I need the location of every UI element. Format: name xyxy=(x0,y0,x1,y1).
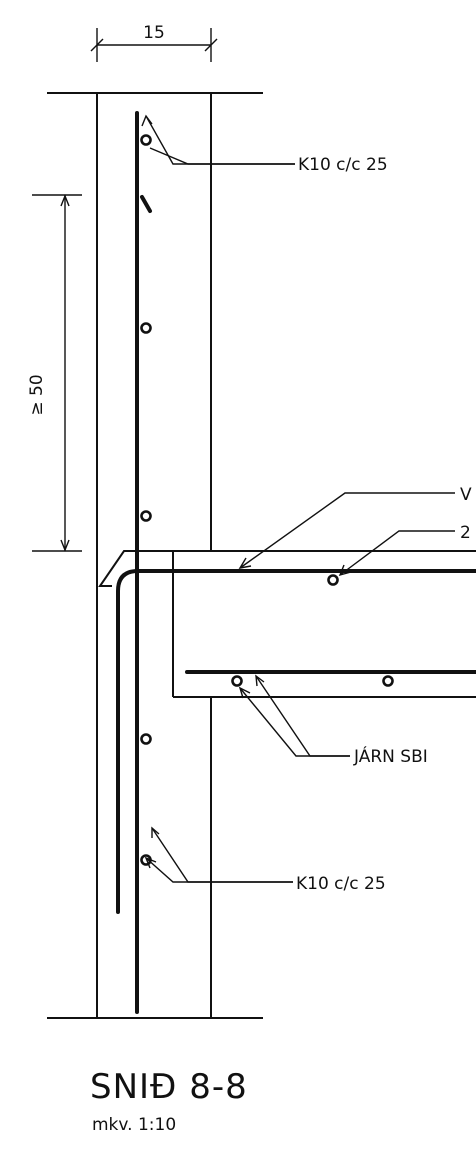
wall-thickness-label: 15 xyxy=(143,23,165,43)
anchorage-length-label: ≥ 50 xyxy=(27,374,47,415)
section-title: SNIÐ 8-8 xyxy=(90,1067,248,1107)
bar-end-hook xyxy=(140,195,152,213)
stirrup-dot xyxy=(140,733,152,745)
stirrup-dot xyxy=(140,322,152,334)
stirrup-bottom-label: K10 c/c 25 xyxy=(296,874,386,894)
anchorage-dimension: ≥ 50 xyxy=(27,194,82,552)
slab-bottom-dot xyxy=(231,675,243,687)
wall-thickness-dimension: 15 xyxy=(90,23,218,62)
slab-second-label: 2 xyxy=(460,523,471,543)
leader-slab-bottom-bars xyxy=(238,674,350,757)
slab-bottom-dot xyxy=(382,675,394,687)
slab-bottom-bars-label: JÁRN SBI xyxy=(353,745,428,767)
stirrup-dot xyxy=(140,134,152,146)
slab-outline xyxy=(98,550,476,698)
wall-outline xyxy=(96,93,212,1018)
slab-top-bar-label: V xyxy=(460,485,472,505)
leader-stirrup-top xyxy=(141,114,295,165)
stirrup-top-label: K10 c/c 25 xyxy=(298,155,388,175)
section-scale: mkv. 1:10 xyxy=(92,1115,176,1135)
stirrup-dot xyxy=(140,510,152,522)
slab-top-dot xyxy=(327,574,339,586)
leader-slab-dot xyxy=(338,530,455,577)
leader-slab-top-bar xyxy=(238,492,455,569)
slab-top-bar xyxy=(116,569,476,914)
leader-stirrup-bottom xyxy=(144,826,293,883)
